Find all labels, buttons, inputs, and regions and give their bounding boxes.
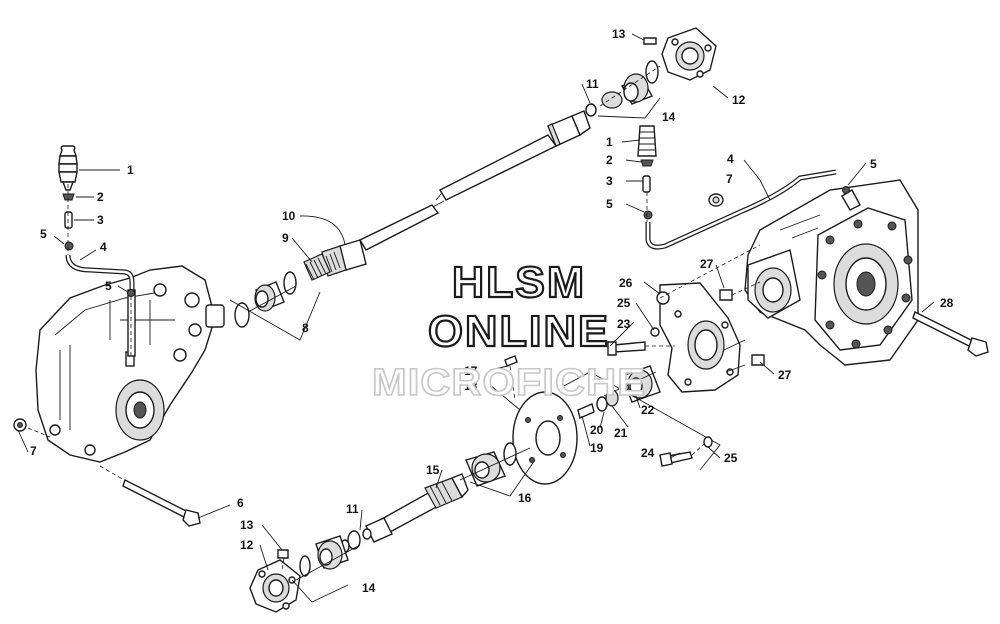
callout-labels: 1 2 3 5 4 5 7 6 10 9 8 13 11 14 12 1 2 3…	[30, 27, 954, 595]
callout-27: 27	[700, 257, 714, 271]
callout-3: 3	[97, 213, 104, 227]
callout-23: 23	[617, 317, 631, 331]
callout-5: 5	[870, 157, 877, 171]
callout-17: 17	[464, 364, 478, 378]
callout-12: 12	[240, 538, 254, 552]
callout-6: 6	[237, 496, 244, 510]
callout-18: 18	[464, 379, 478, 393]
callout-25: 25	[617, 296, 631, 310]
callout-13: 13	[240, 518, 254, 532]
watermark-line-2: ONLINE	[428, 307, 610, 356]
left-bolt-and-nut	[13, 418, 201, 527]
rear-gearcase	[744, 179, 919, 366]
callout-19: 19	[590, 441, 604, 455]
callout-14: 14	[362, 581, 376, 595]
callout-5: 5	[105, 279, 112, 293]
callout-8: 8	[302, 321, 309, 335]
lower-yoke	[249, 530, 361, 613]
callout-2: 2	[97, 190, 104, 204]
callout-28: 28	[940, 296, 954, 310]
lower-driveshaft	[362, 442, 531, 543]
watermark-line-3: MICROFICHE	[372, 362, 646, 404]
callout-9: 9	[282, 231, 289, 245]
callout-21: 21	[614, 426, 628, 440]
callout-5: 5	[606, 197, 613, 211]
callout-5: 5	[40, 227, 47, 241]
callout-12: 12	[732, 93, 746, 107]
front-gearcase	[35, 265, 225, 463]
callout-13: 13	[612, 27, 626, 41]
brake-disc-assembly	[504, 355, 721, 485]
callout-20: 20	[590, 423, 604, 437]
right-vent-assembly	[637, 125, 837, 250]
watermark: MICROFICHE HLSM ONLINE	[371, 257, 646, 405]
callout-1: 1	[127, 163, 134, 177]
leader-lines	[17, 33, 935, 603]
callout-11: 11	[346, 502, 359, 516]
callout-7: 7	[726, 172, 733, 186]
callout-15: 15	[426, 463, 440, 477]
right-long-bolt	[912, 311, 989, 357]
callout-24: 24	[641, 446, 655, 460]
callout-4: 4	[727, 152, 734, 166]
rear-adapter-plate	[607, 244, 765, 393]
watermark-line-1: HLSM	[452, 258, 586, 307]
callout-14: 14	[662, 110, 676, 124]
callout-26: 26	[619, 276, 633, 290]
lower-bolt	[659, 436, 713, 467]
callout-11: 11	[586, 77, 599, 91]
callout-22: 22	[641, 403, 655, 417]
front-coupler-boot	[234, 253, 331, 328]
driveshaft	[321, 110, 591, 277]
left-vent-assembly	[58, 145, 136, 357]
callout-2: 2	[606, 153, 613, 167]
callout-3: 3	[606, 174, 613, 188]
callout-27: 27	[778, 368, 792, 382]
callout-10: 10	[282, 209, 296, 223]
callout-7: 7	[30, 444, 37, 458]
callout-16: 16	[518, 491, 532, 505]
callout-4: 4	[100, 240, 107, 254]
callout-25: 25	[724, 451, 738, 465]
rear-yoke-top	[585, 27, 717, 117]
callout-1: 1	[606, 135, 613, 149]
